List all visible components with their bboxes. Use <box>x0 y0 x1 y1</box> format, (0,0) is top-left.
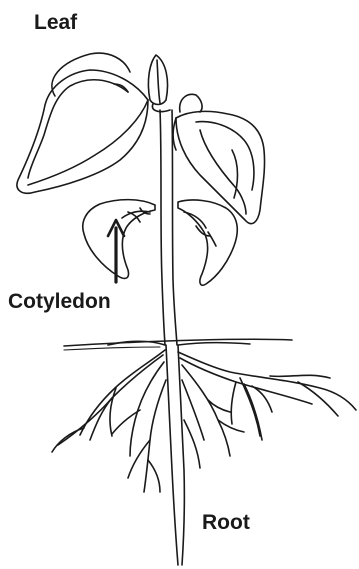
cotyledon-label: Cotyledon <box>8 291 111 312</box>
left-cotyledon <box>83 200 155 279</box>
cotyledon-arrow <box>108 220 124 282</box>
right-cotyledon <box>178 200 237 285</box>
terminal-bud <box>148 55 170 112</box>
left-leaf <box>17 53 148 193</box>
root-label: Root <box>202 512 250 533</box>
leaf-label: Leaf <box>34 12 77 33</box>
